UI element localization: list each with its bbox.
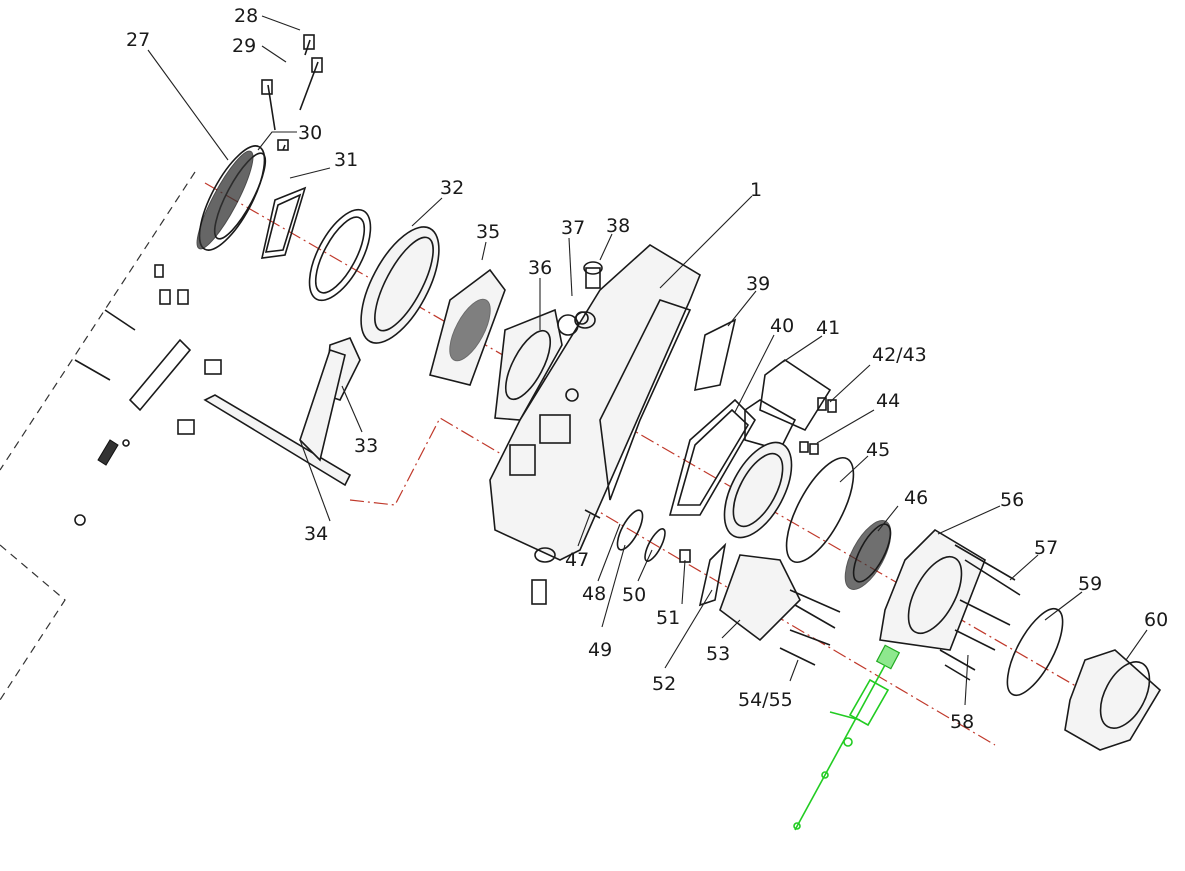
- callout-50: 50: [622, 584, 646, 606]
- callout-44: 44: [876, 390, 900, 412]
- callout-51: 51: [656, 607, 680, 629]
- callout-29: 29: [232, 35, 256, 57]
- callout-60: 60: [1144, 609, 1168, 631]
- ring-gear-part-27: [154, 34, 323, 305]
- callout-52: 52: [652, 673, 676, 695]
- callout-33: 33: [354, 435, 378, 457]
- fasteners-part-44: [799, 441, 819, 455]
- detent-parts: [74, 309, 222, 526]
- gasket-part-40: [668, 398, 757, 516]
- callout-35: 35: [476, 221, 500, 243]
- leader-lines: [147, 15, 1148, 706]
- callout-36: 36: [528, 257, 552, 279]
- callout-34: 34: [304, 523, 328, 545]
- callout-27: 27: [126, 29, 150, 51]
- callout-39: 39: [746, 273, 770, 295]
- callout-31: 31: [334, 149, 358, 171]
- gasket-part-31: [260, 186, 307, 259]
- callout-59: 59: [1078, 573, 1102, 595]
- callout-42-43: 42/43: [872, 344, 927, 366]
- gasket-part-39: [694, 318, 737, 392]
- small-parts-47-53: [584, 509, 801, 642]
- bolts-part-58: [939, 629, 996, 681]
- callout-41: 41: [816, 317, 840, 339]
- highlighted-shaft-assembly: [793, 644, 901, 831]
- callout-37: 37: [561, 217, 585, 239]
- callout-32: 32: [440, 177, 464, 199]
- drain-plug: [531, 547, 556, 605]
- bolts-part-57: [954, 544, 1021, 626]
- assembly-axes: [204, 182, 1101, 746]
- fitting-part-38: [583, 261, 603, 289]
- seal-plate-part-36: [494, 308, 563, 421]
- o-ring-part-45: [785, 456, 855, 564]
- callout-45: 45: [866, 439, 890, 461]
- ring-part-59: [1006, 607, 1064, 697]
- callout-38: 38: [606, 215, 630, 237]
- callout-48: 48: [582, 583, 606, 605]
- flange-part-60: [1064, 649, 1162, 751]
- ring-part-32: [308, 208, 440, 344]
- housing-part-1: [489, 244, 701, 561]
- callout-53: 53: [706, 643, 730, 665]
- callout-1: 1: [750, 179, 762, 201]
- bolts-part-54-55: [779, 589, 841, 666]
- washer-part-37: [574, 311, 596, 329]
- callout-40: 40: [770, 315, 794, 337]
- callout-30: 30: [298, 122, 322, 144]
- dashed-boundary: [0, 171, 196, 701]
- callout-54-55: 54/55: [738, 689, 793, 711]
- shift-shaft-part-34: [203, 348, 352, 487]
- callout-56: 56: [1000, 489, 1024, 511]
- callout-28: 28: [234, 5, 258, 27]
- bearing-part-46: [844, 520, 892, 590]
- callout-49: 49: [588, 639, 612, 661]
- bearing-plate-part-35: [429, 268, 506, 386]
- callout-labels: 28 29 27 30 31 32 1 35 37 38 36 39 40 41…: [126, 5, 1168, 733]
- callout-57: 57: [1034, 537, 1058, 559]
- end-cover-part-56: [879, 528, 986, 651]
- callout-47: 47: [565, 549, 589, 571]
- callout-46: 46: [904, 487, 928, 509]
- cylinder-part-extra: [723, 441, 793, 539]
- callout-58: 58: [950, 711, 974, 733]
